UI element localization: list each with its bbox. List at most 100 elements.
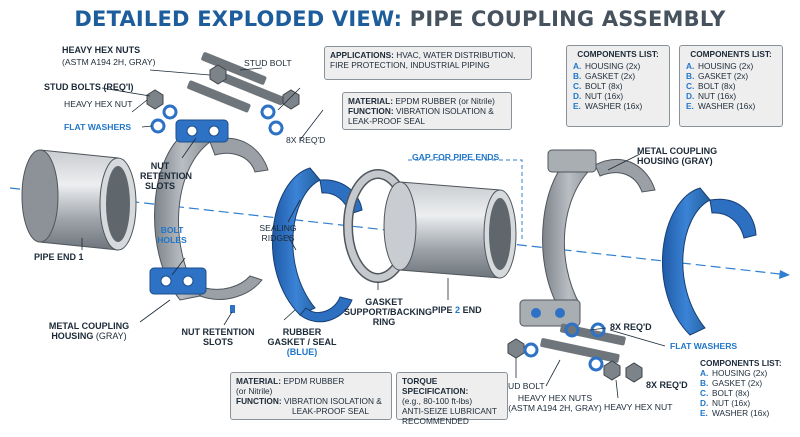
label-mcr-1: METAL COUPLING [637, 146, 718, 156]
label-req-8x-mid: 8x REQ'D [610, 322, 652, 332]
material-bottom-text-2: VIBRATION ISOLATION & [283, 396, 382, 406]
material-bottom-text-1b: (or Nitrile) [236, 386, 273, 396]
label-mcl-2: HOUSING [51, 331, 94, 341]
label-sealing-2: RIDGES [261, 233, 295, 243]
title-part-2: PIPE COUPLING ASSEMBLY [409, 7, 726, 31]
applications-label: APPLICATIONS: [330, 50, 394, 60]
applications-text-2: FIRE PROTECTION, INDUSTRIAL PIPING [330, 60, 490, 70]
components-list-2-heading: COMPONENTS LIST: [690, 49, 772, 59]
components-list-3-item: C.BOLT (8x) [700, 388, 796, 398]
item-text: BOLT (8x) [585, 81, 623, 91]
components-list-2-item: E. WASHER (16x) [686, 101, 776, 111]
material-box-top: MATERIAL: EPDM RUBBER (or Nitrile) FUNCT… [342, 92, 512, 130]
right-coupling-housing [519, 149, 656, 327]
item-text: WASHER (16x) [585, 101, 643, 111]
components-list-2: COMPONENTS LIST: A.HOUSING (2x) B.GASKET… [679, 45, 783, 127]
label-stud-bolts-reqd: STUD BOLTS (REQ'I) [44, 82, 134, 92]
material-box-bottom: MATERIAL: EPDM RUBBER (or Nitrile) FUNCT… [230, 372, 392, 420]
label-mcr-2: HOUSING (GRAY) [637, 156, 713, 166]
label-heavy-hex-nuts-bottom: HEAVY HEX NUTS (ASTM A194 2H, GRAY) [508, 393, 602, 413]
leader-lines [81, 67, 666, 399]
label-mcl-1: METAL COUPLING [48, 321, 130, 331]
label-rubber-gasket: RUBBER GASKET / SEAL (BLUE) [262, 327, 342, 357]
item-key: E. [686, 101, 694, 111]
label-astm-top: (ASTM A194 2H, GRAY) [62, 57, 156, 67]
item-text: GASKET (2x) [712, 378, 763, 388]
label-hhnb-2: (ASTM A194 2H, GRAY) [508, 403, 602, 413]
item-key: B. [700, 378, 709, 388]
torque-label: TORQUE SPECIFICATION: [402, 376, 469, 396]
item-text: GASKET (2x) [585, 71, 636, 81]
label-nrb-2: SLOTS [202, 337, 233, 347]
item-text: NUT (16x) [585, 91, 624, 101]
material-bottom-label-2: FUNCTION: [236, 396, 282, 406]
left-coupling-housing [149, 119, 269, 313]
label-bolt-holes-2: HOLES [157, 235, 187, 245]
label-nut-retention-slots-top: NUT RETENTION SLOTS [140, 161, 192, 191]
gap-bracket [408, 159, 523, 240]
material-bottom-text-3: LEAK-PROOF SEAL [292, 406, 370, 416]
item-key: D. [573, 91, 582, 101]
item-text: NUT (16x) [698, 91, 737, 101]
components-list-1: COMPONENTS LIST: A.HOUSING (2x) B.GASKET… [566, 45, 670, 127]
item-text: BOLT (8x) [712, 388, 750, 398]
item-key: A. [573, 61, 582, 71]
label-sealing-ridges: SEALING RIDGES [252, 223, 304, 243]
label-gs-2: SUPPORT/BACKING [344, 307, 433, 317]
material-bottom-label-1: MATERIAL: [236, 376, 282, 386]
item-key: D. [700, 398, 709, 408]
item-key: B. [686, 71, 695, 81]
label-pipe2-a: PIPE [432, 305, 453, 315]
label-heavy-hex-nut-left: HEAVY HEX NUT [64, 99, 133, 109]
components-list-2-item: A.HOUSING (2x) [686, 61, 776, 71]
components-list-3-heading: COMPONENTS LIST: [700, 358, 782, 368]
bottom-stud-bolts [507, 322, 643, 383]
item-text: HOUSING (2x) [698, 61, 754, 71]
item-text: BOLT (8x) [698, 81, 736, 91]
components-list-3-item: A.HOUSING (2x) [700, 368, 796, 378]
material-top-text-2: VIBRATION ISOLATION & [395, 106, 494, 116]
axis-arrow-icon [779, 270, 790, 279]
center-axis-line [9, 187, 781, 275]
label-heavy-hex-nuts-top: HEAVY HEX NUTS [62, 45, 141, 55]
label-gap-for-pipe-ends: GAP FOR PIPE ENDS [412, 152, 500, 162]
item-text: GASKET (2x) [698, 71, 749, 81]
material-top-text-3: LEAK-PROOF SEAL [348, 116, 426, 126]
title-part-1: DETAILED EXPLODED VIEW: [74, 7, 403, 31]
label-flat-washers-right: FLAT WASHERS [670, 341, 738, 351]
item-key: A. [700, 368, 709, 378]
label-flat-washers-left: FLAT WASHERS [64, 122, 132, 132]
label-pipe2-b: END [462, 305, 482, 315]
components-list-1-item: E. WASHER (16x) [573, 101, 663, 111]
label-metal-coupling-left: METAL COUPLING HOUSING (GRAY) [34, 321, 144, 341]
label-gasket-support: GASKET SUPPORT/BACKING RING [344, 297, 433, 327]
material-top-text-1: EPDM RUBBER (or Nitrile) [395, 96, 495, 106]
label-req-8x-top: 8x REQ'D [286, 135, 326, 145]
item-text: WASHER (16x) [712, 408, 770, 418]
label-req-8x-bottom: 8x REQ'D [646, 380, 688, 390]
top-stud-bolts [146, 52, 300, 136]
item-text: WASHER (16x) [698, 101, 756, 111]
item-key: B. [573, 71, 582, 81]
material-top-label-2: FUNCTION: [348, 106, 394, 116]
label-stud-bolt-top: STUD BOLT [244, 58, 292, 68]
item-key: E. [573, 101, 581, 111]
label-pipe2-num: 2 [455, 305, 461, 315]
components-list-3-item: B.GASKET (2x) [700, 378, 796, 388]
label-stud-bolt-bottom: STUD BOLT [497, 381, 545, 391]
components-list-3-item: E.WASHER (16x) [700, 408, 796, 418]
components-list-1-heading: COMPONENTS LIST: [577, 49, 659, 59]
label-rg-3: (BLUE) [286, 347, 318, 357]
components-list-1-item: A.HOUSING (2x) [573, 61, 663, 71]
item-key: C. [573, 81, 582, 91]
label-pipe-end-1: PIPE END 1 [34, 252, 84, 262]
item-text: NUT (16x) [712, 398, 751, 408]
page-title: DETAILED EXPLODED VIEW: PIPE COUPLING AS… [0, 7, 800, 31]
material-bottom-text-1: EPDM RUBBER [283, 376, 345, 386]
pipe-2 [383, 181, 517, 279]
item-key: A. [686, 61, 695, 71]
label-nut-retention-bottom: NUT RETENTION SLOTS [170, 327, 266, 347]
right-rubber-gasket [662, 187, 757, 336]
label-bolt-holes: BOLT HOLES [152, 225, 192, 245]
